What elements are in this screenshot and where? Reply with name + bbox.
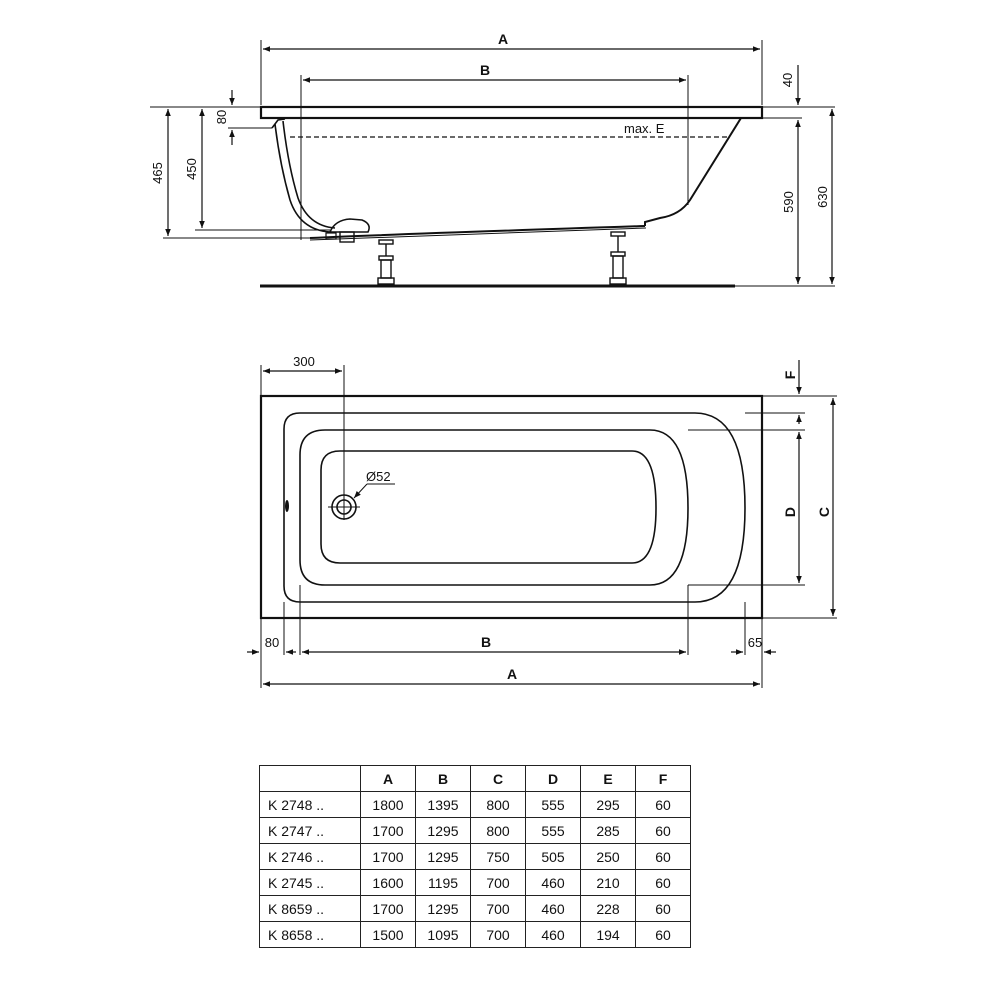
table-header-row: A B C D E F bbox=[259, 765, 691, 792]
table-header-f: F bbox=[635, 765, 691, 792]
top-label-d: D bbox=[782, 507, 798, 517]
table-cell: 285 bbox=[580, 817, 636, 844]
table-cell: 750 bbox=[470, 843, 526, 870]
table-cell: 228 bbox=[580, 895, 636, 922]
top-label-a: A bbox=[507, 666, 517, 682]
table-cell: 1295 bbox=[415, 843, 471, 870]
table-cell: 60 bbox=[635, 921, 691, 948]
table-cell: 460 bbox=[525, 921, 581, 948]
table-row: K 8658 .. 1500 1095 700 460 194 60 bbox=[259, 921, 691, 948]
top-label-300: 300 bbox=[293, 354, 315, 369]
table-cell: 60 bbox=[635, 791, 691, 818]
table-row: K 2747 .. 1700 1295 800 555 285 60 bbox=[259, 817, 691, 844]
table-cell-model: K 2747 .. bbox=[259, 817, 361, 844]
table-cell: 1500 bbox=[360, 921, 416, 948]
top-view-labels: 300 Ø52 F D C 80 B 65 A bbox=[265, 354, 832, 682]
table-cell: 1700 bbox=[360, 843, 416, 870]
table-cell: 1600 bbox=[360, 869, 416, 896]
table-cell: 60 bbox=[635, 869, 691, 896]
top-view bbox=[247, 360, 837, 688]
table-cell: 1295 bbox=[415, 895, 471, 922]
top-label-b: B bbox=[481, 634, 491, 650]
side-label-max-e: max. E bbox=[624, 121, 665, 136]
table-header-d: D bbox=[525, 765, 581, 792]
table-cell: 1700 bbox=[360, 817, 416, 844]
top-label-65: 65 bbox=[748, 635, 762, 650]
adjustable-foot-right bbox=[609, 231, 627, 285]
table-row: K 8659 .. 1700 1295 700 460 228 60 bbox=[259, 895, 691, 922]
table-cell: 210 bbox=[580, 869, 636, 896]
table-row: K 2748 .. 1800 1395 800 555 295 60 bbox=[259, 791, 691, 818]
table-cell-model: K 2745 .. bbox=[259, 869, 361, 896]
table-cell: 1195 bbox=[415, 869, 471, 896]
table-header-a: A bbox=[360, 765, 416, 792]
table-cell-model: K 2748 .. bbox=[259, 791, 361, 818]
table-cell: 700 bbox=[470, 921, 526, 948]
side-view bbox=[150, 40, 835, 288]
table-header-b: B bbox=[415, 765, 471, 792]
side-label-a: A bbox=[498, 31, 508, 47]
side-label-590: 590 bbox=[781, 191, 796, 213]
table-cell: 800 bbox=[470, 817, 526, 844]
side-label-b: B bbox=[480, 62, 490, 78]
table-cell: 1800 bbox=[360, 791, 416, 818]
table-cell: 194 bbox=[580, 921, 636, 948]
table-row: K 2745 .. 1600 1195 700 460 210 60 bbox=[259, 869, 691, 896]
top-label-drain-diameter: Ø52 bbox=[366, 469, 391, 484]
table-cell: 700 bbox=[470, 895, 526, 922]
table-cell: 1095 bbox=[415, 921, 471, 948]
table-cell: 250 bbox=[580, 843, 636, 870]
table-cell: 60 bbox=[635, 817, 691, 844]
table-cell: 1395 bbox=[415, 791, 471, 818]
top-label-80: 80 bbox=[265, 635, 279, 650]
table-cell-model: K 8658 .. bbox=[259, 921, 361, 948]
side-label-630: 630 bbox=[815, 186, 830, 208]
table-cell-model: K 8659 .. bbox=[259, 895, 361, 922]
side-label-450: 450 bbox=[184, 158, 199, 180]
table-header-e: E bbox=[580, 765, 636, 792]
top-label-c: C bbox=[816, 507, 832, 517]
side-label-80: 80 bbox=[214, 110, 229, 124]
table-cell: 60 bbox=[635, 895, 691, 922]
table-cell: 505 bbox=[525, 843, 581, 870]
side-label-40: 40 bbox=[780, 73, 795, 87]
table-cell: 295 bbox=[580, 791, 636, 818]
table-cell: 460 bbox=[525, 869, 581, 896]
table-cell-model: K 2746 .. bbox=[259, 843, 361, 870]
table-cell: 800 bbox=[470, 791, 526, 818]
table-cell: 1295 bbox=[415, 817, 471, 844]
table-cell: 460 bbox=[525, 895, 581, 922]
table-header-c: C bbox=[470, 765, 526, 792]
table-cell: 700 bbox=[470, 869, 526, 896]
table-row: K 2746 .. 1700 1295 750 505 250 60 bbox=[259, 843, 691, 870]
table-cell: 1700 bbox=[360, 895, 416, 922]
dimension-table: A B C D E F K 2748 .. 1800 1395 800 555 … bbox=[259, 765, 691, 948]
table-cell: 555 bbox=[525, 817, 581, 844]
side-label-465: 465 bbox=[150, 162, 165, 184]
table-header-model bbox=[259, 765, 361, 792]
side-view-labels: A B max. E 40 80 465 450 590 630 bbox=[150, 31, 830, 213]
adjustable-foot-left bbox=[377, 239, 395, 285]
table-cell: 555 bbox=[525, 791, 581, 818]
top-label-f: F bbox=[782, 370, 798, 379]
table-cell: 60 bbox=[635, 843, 691, 870]
